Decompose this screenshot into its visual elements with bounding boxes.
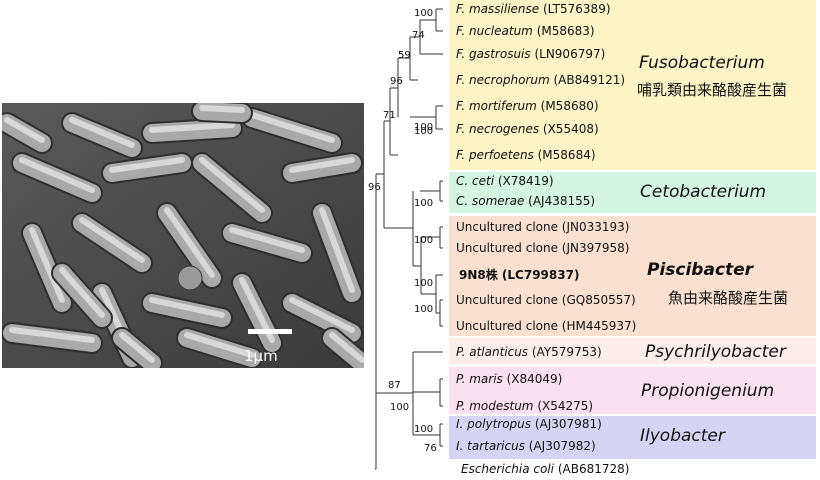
sem-micrograph: 1μm	[2, 103, 364, 368]
taxon-label: Uncultured clone (JN033193)	[456, 220, 629, 234]
taxon-label: P. atlanticus (AY579753)	[456, 345, 602, 359]
genus-name: Fusobacterium	[639, 53, 765, 73]
bootstrap-value: 100	[414, 122, 433, 133]
bacterium-highlight	[149, 122, 235, 133]
scale-bar-label: 1μm	[244, 347, 278, 365]
taxon-label: F. nucleatum (M58683)	[456, 24, 595, 38]
genus-subtitle: 哺乳類由来酪酸産生菌	[637, 81, 787, 99]
group-box	[449, 367, 816, 414]
bootstrap-value: 100	[414, 126, 433, 137]
bacterium-highlight	[59, 267, 105, 318]
genus-name: Piscibacter	[647, 260, 755, 280]
taxon-label: P. modestum (X54275)	[456, 399, 593, 413]
tree-branches	[375, 8, 443, 470]
group-box	[449, 172, 816, 213]
taxon-highlight: 9N8株 (LC799837)	[459, 267, 579, 282]
bacterium-highlight	[69, 117, 135, 148]
bacterium-highlight	[119, 332, 155, 363]
taxon-label: F. massiliense (LT576389)	[456, 2, 611, 16]
bootstrap-value: 100	[414, 235, 433, 246]
taxon-label: P. maris (X84049)	[456, 372, 562, 386]
bootstrap-value: 100	[414, 198, 433, 209]
bacterium-highlight	[9, 327, 95, 343]
genus-labels: Fusobacterium 哺乳類由来酪酸産生菌 CetobacteriumPisc…	[637, 53, 788, 446]
taxon-label: F. mortiferum (M58680)	[456, 99, 599, 113]
genus-name: Cetobacterium	[640, 182, 766, 202]
genus-subtitle: 魚由来酪酸産生菌	[668, 289, 788, 307]
taxon-label: I. polytropus (AJ307981)	[456, 417, 602, 431]
genus-name: Ilyobacter	[640, 426, 726, 446]
taxon-label: F. perfoetens (M58684)	[456, 148, 596, 162]
bacterium-highlight	[289, 297, 355, 333]
bacterium-highlight	[199, 157, 265, 213]
bootstrap-value: 87	[388, 380, 401, 391]
bootstrap-value: 96	[390, 76, 403, 87]
bacterium-highlight	[184, 332, 255, 358]
bacterium-highlight	[79, 217, 145, 263]
bacterium-highlight	[4, 117, 45, 143]
taxon-label: I. tartaricus (AJ307982)	[456, 439, 596, 453]
bootstrap-value: 74	[412, 30, 425, 41]
group-box	[449, 416, 816, 459]
taxon-label: Uncultured clone (HM445937)	[456, 319, 636, 333]
bootstrap-value: 71	[383, 110, 396, 121]
taxon-label: Uncultured clone (JN397958)	[456, 241, 629, 255]
bootstrap-values: 1007459961001007196100100100100871001007…	[368, 8, 437, 454]
taxon-label: F. necrogenes (X55408)	[456, 122, 599, 136]
bacterium-highlight	[229, 227, 305, 253]
group-box	[449, 0, 816, 170]
bacteria-cells	[2, 103, 364, 368]
bacterium-highlight	[109, 157, 185, 173]
bootstrap-value: 100	[414, 278, 433, 289]
bacterium-highlight	[249, 112, 335, 143]
genus-name: Propionigenium	[641, 381, 774, 401]
bacterium-highlight	[289, 157, 355, 173]
taxon-label: Uncultured clone (GQ850557)	[456, 293, 636, 307]
bootstrap-value: 76	[424, 443, 437, 454]
taxon-label: F. necrophorum (AB849121)	[456, 73, 625, 87]
taxon-labels: F. massiliense (LT576389) F. nucleatum (M…	[456, 2, 636, 476]
genus-group-boxes	[449, 0, 816, 459]
group-box	[449, 338, 816, 364]
taxon-label: F. gastrosuis (LN906797)	[456, 47, 605, 61]
round-cell	[177, 265, 203, 291]
bootstrap-value: 100	[414, 8, 433, 19]
bootstrap-value: 100	[414, 304, 433, 315]
bacterium-highlight	[164, 207, 215, 278]
bacterium-highlight	[29, 227, 65, 303]
genus-name: Psychrilyobacter	[645, 342, 787, 362]
bootstrap-value: 100	[414, 424, 433, 435]
bootstrap-value: 100	[390, 402, 409, 413]
scale-bar	[248, 329, 292, 334]
bacterium-highlight	[149, 297, 225, 318]
taxon-label: Escherichia coli (AB681728)	[461, 462, 629, 476]
bootstrap-value: 96	[368, 182, 381, 193]
bootstrap-value: 59	[398, 50, 411, 61]
taxon-label: C. somerae (AJ438155)	[456, 194, 595, 208]
group-box	[449, 216, 816, 336]
bacterium-highlight	[19, 157, 95, 193]
bacterium-highlight	[199, 105, 245, 113]
taxon-label: C. ceti (X78419)	[456, 174, 554, 188]
bacterium-highlight	[319, 207, 355, 293]
bacterium-highlight	[329, 332, 364, 363]
